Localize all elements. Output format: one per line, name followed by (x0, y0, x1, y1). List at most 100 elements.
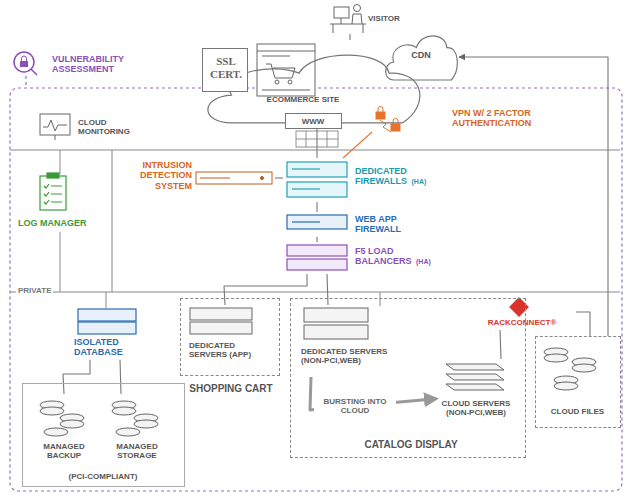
f5-devices (287, 259, 347, 270)
bus-wires (380, 292, 381, 306)
storage-disks (112, 401, 158, 436)
app-servers (190, 322, 252, 334)
connector (349, 34, 350, 40)
waf-node: WEB APP FIREWALL (283, 212, 423, 237)
ids-device (196, 172, 272, 184)
cloud-files-disks (554, 382, 578, 390)
node-label: CATALOG DISPLAY (364, 439, 457, 450)
node-label: RACKCONNECT® (488, 318, 557, 327)
monitoring-icon (43, 120, 67, 131)
label-block: CLOUD SERVERS (NON-PCI,WEB) (435, 399, 517, 417)
label-block: MANAGED BACKUP (33, 442, 95, 460)
label-block: ECOMMERCE SITE (248, 95, 358, 104)
visitor-icon (330, 24, 366, 25)
log-clipboard-icon (47, 173, 59, 178)
server-node: DEDICATED SERVERS (APP) (185, 305, 267, 373)
connector (459, 57, 608, 336)
bus-wires (10, 150, 620, 308)
database-node: ISOLATED DATABASE (72, 305, 144, 360)
backup-disks (40, 407, 64, 415)
vpn-lock-icons (376, 112, 385, 119)
visitor-icon (330, 5, 366, 34)
firewall-devices (287, 182, 347, 197)
node-label: CLOUD FILES (551, 407, 604, 416)
magnifier-icon (20, 61, 28, 67)
connector (275, 177, 283, 178)
cert-box: SSL CERT. (202, 48, 248, 92)
visitor-icon (341, 18, 342, 24)
connector (316, 129, 317, 158)
node-label: VPN W/ 2 FACTOR AUTHENTICATION (452, 108, 531, 128)
label-block: MANAGED STORAGE (105, 442, 169, 460)
magnifier-icon (31, 69, 37, 75)
waf-device (287, 215, 347, 229)
magnifier-icon (14, 52, 37, 75)
loadbalancer-node: F5 LOAD BALANCERS (HA) (283, 242, 443, 274)
label-block: VULNERABILITY ASSESSMENT (52, 54, 124, 75)
log-clipboard-icon (40, 173, 66, 210)
connector (63, 360, 90, 394)
monitoring-icon (40, 114, 70, 140)
label-block: DEDICATED SERVERS (APP) (189, 341, 263, 359)
node-label: CLOUD MONITORING (78, 118, 130, 136)
connector (316, 237, 317, 242)
node-label: MANAGED BACKUP (43, 442, 84, 460)
rackconnect-node: RACKCONNECT® (470, 296, 576, 330)
node-label: CDN (411, 50, 431, 60)
label-block: SHOPPING CART (181, 383, 281, 395)
firewall-devices (292, 168, 320, 169)
vpn-label: VPN W/ 2 FACTOR AUTHENTICATION (372, 104, 558, 138)
node-label: MANAGED STORAGE (116, 442, 157, 460)
browser-window-icon (257, 51, 315, 52)
node-label: LOG MANAGER (18, 218, 87, 228)
cloud-files-disks (544, 348, 596, 390)
label-block: CDN (401, 50, 441, 60)
log-manager-node: LOG MANAGER (18, 172, 112, 232)
label-block: WWW (286, 117, 340, 126)
assessment-label: VULNERABILITY ASSESSMENT (12, 50, 126, 80)
node-label: ISOLATED DATABASE (74, 337, 123, 357)
f5-devices (287, 245, 347, 270)
label-block: RACKCONNECT® (470, 318, 574, 327)
web-servers (304, 308, 368, 339)
label-block: CATALOG DISPLAY (341, 439, 481, 451)
visitor-icon-node: VISITOR (330, 2, 420, 34)
backup-disks (44, 428, 68, 436)
app-servers (190, 308, 252, 334)
connector (316, 202, 317, 212)
cloud-files-region: CLOUD FILES (535, 336, 621, 428)
label-block: (PCI-COMPLIANT) (23, 472, 183, 481)
bus-wires (106, 292, 107, 308)
web-servers (304, 325, 368, 339)
node-label: DEDICATED FIREWALLS (355, 166, 407, 186)
node-label: DEDICATED SERVERS (NON-PCI,WEB) (301, 347, 387, 365)
label-block: ISOLATED DATABASE (74, 337, 142, 358)
database-device (78, 309, 136, 321)
connector (576, 312, 590, 336)
cloud-files-disks (572, 364, 596, 372)
database-device (78, 309, 136, 334)
connector (500, 330, 501, 359)
waf-device (292, 221, 320, 222)
firewall-devices (292, 188, 320, 189)
label-block: WEB APP FIREWALL (355, 214, 421, 235)
bus-wires (60, 232, 61, 292)
web-servers (304, 308, 368, 322)
backup-disks (60, 420, 84, 428)
node-label: INTRUSION DETECTION SYSTEM (140, 160, 192, 191)
label-block: VISITOR (368, 14, 418, 23)
bus-wires (10, 150, 620, 151)
label-block: LOG MANAGER (18, 218, 110, 228)
label-block: CLOUD FILES (536, 407, 619, 416)
ids-device (261, 177, 264, 180)
cloud-servers (446, 384, 504, 390)
cloud-files-disks (544, 354, 568, 362)
browser-window-icon (262, 56, 290, 57)
visitor-icon (354, 5, 361, 12)
storage-disks (134, 420, 158, 428)
ids-device-node: INTRUSION DETECTION SYSTEM (120, 158, 275, 196)
monitoring-icon (40, 114, 70, 135)
bus-wires (112, 150, 113, 292)
cloud-servers (446, 364, 504, 390)
